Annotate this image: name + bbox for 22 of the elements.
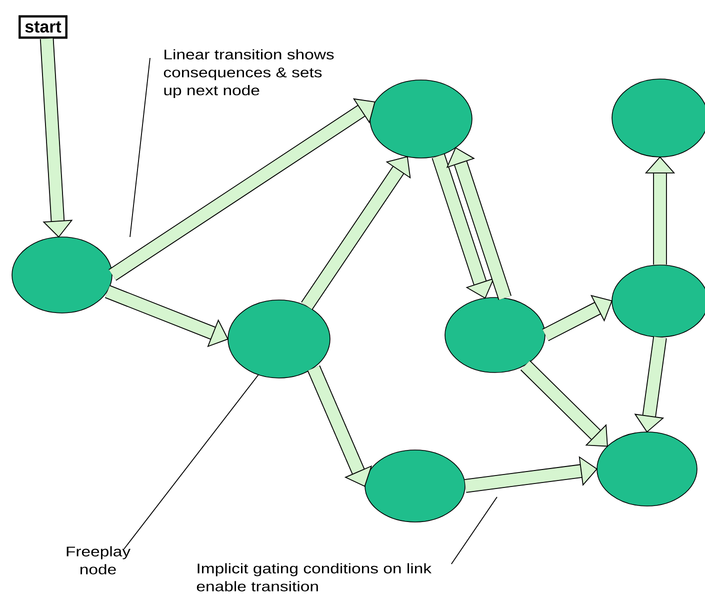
block-arrow (108, 98, 376, 281)
annotation-text: Linear transition shows consequences & sets up next node (164, 49, 334, 98)
leader-line (124, 374, 259, 550)
state-ellipse (612, 264, 705, 338)
state-ellipse (596, 432, 698, 506)
block-arrow (301, 156, 411, 310)
state-ellipse (370, 80, 472, 158)
block-arrow (520, 360, 608, 447)
state-ellipse (364, 450, 466, 522)
state-ellipse (612, 78, 705, 158)
block-arrow (307, 365, 372, 487)
block-arrow (432, 154, 494, 299)
state-ellipse (12, 236, 112, 314)
block-arrow (446, 147, 512, 300)
state-ellipse (444, 297, 546, 373)
leader-line (130, 58, 150, 238)
state-ellipse (228, 300, 330, 378)
leader-line (450, 496, 498, 564)
annotation-text: Freeplay node (66, 546, 131, 574)
annotation-text: Implicit gating conditions on link enable transition (196, 563, 432, 592)
start-box: start (18, 15, 68, 39)
block-arrow (542, 294, 612, 342)
